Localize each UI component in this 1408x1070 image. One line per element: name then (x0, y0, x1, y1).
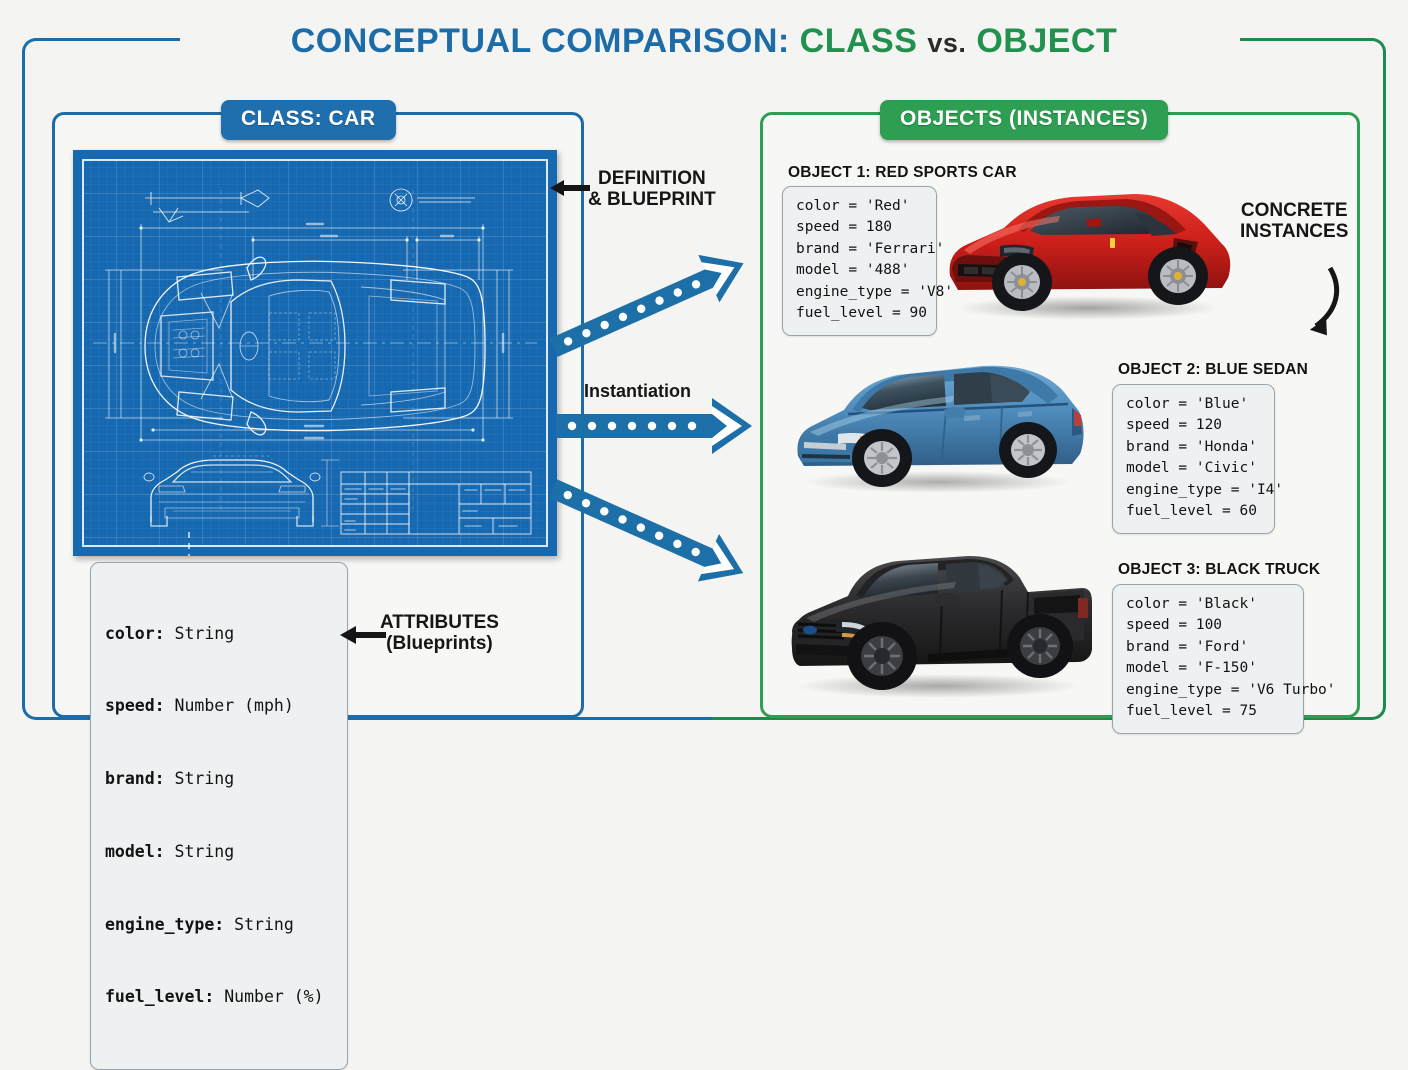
definition-arrow-icon (550, 180, 590, 196)
concrete-instances-curved-arrow-icon (1309, 266, 1340, 336)
diagram-canvas: CONCEPTUAL COMPARISON: CLASS vs. OBJECT … (0, 22, 1408, 1070)
instantiation-arrow-2 (556, 398, 752, 454)
attribute-row: color: String (105, 622, 333, 646)
object-3-title: OBJECT 3: BLACK TRUCK (1118, 561, 1321, 578)
attribute-type: Number (mph) (164, 696, 294, 716)
object-3-code: color = 'Black' speed = 100 brand = 'For… (1112, 584, 1336, 734)
concrete-label-line1: CONCRETE (1240, 200, 1348, 221)
attribute-row: fuel_level: Number (%) (105, 985, 333, 1009)
title-part-object: OBJECT (976, 22, 1118, 60)
object-2-code: color = 'Blue' speed = 120 brand = 'Hond… (1112, 384, 1283, 534)
attribute-name: speed: (105, 696, 165, 716)
red-sports-car-svg (949, 194, 1231, 320)
attribute-row: speed: Number (mph) (105, 694, 333, 718)
attribute-name: color: (105, 623, 165, 643)
instantiation-arrow-3 (549, 479, 744, 582)
definition-label: DEFINITION & BLUEPRINT (588, 168, 716, 211)
object-2-title: OBJECT 2: BLUE SEDAN (1118, 361, 1309, 378)
attribute-name: brand: (105, 769, 165, 788)
attributes-arrow-icon (340, 626, 386, 644)
definition-label-line2: & BLUEPRINT (588, 189, 716, 211)
attributes-box: color: String speed: Number (mph) brand:… (90, 562, 348, 1070)
attributes-label: ATTRIBUTES (Blueprints) (380, 612, 499, 655)
attribute-name: model: (105, 841, 165, 861)
attribute-type: String (164, 769, 235, 788)
definition-label-line1: DEFINITION (598, 168, 706, 189)
attribute-name: engine_type: (105, 914, 225, 934)
attribute-type: Number (%) (214, 987, 324, 1007)
attribute-row: brand: String (105, 767, 333, 791)
concrete-instances-label: CONCRETE INSTANCES (1240, 200, 1348, 243)
title-part-conceptual: CONCEPTUAL COMPARISON: (290, 22, 790, 60)
concrete-label-line2: INSTANCES (1240, 221, 1349, 243)
frame-title-gap (180, 32, 1240, 48)
attributes-label-line2: (Blueprints) (386, 633, 493, 655)
attribute-type: String (224, 914, 294, 934)
instantiation-label: Instantiation (584, 381, 691, 401)
blueprint-svg (73, 150, 557, 556)
blue-sedan-image (786, 358, 1088, 498)
blueprint-image (73, 150, 557, 556)
attributes-label-line1: ATTRIBUTES (380, 612, 499, 633)
blue-sedan-svg (797, 365, 1084, 493)
attribute-name: fuel_level: (105, 987, 215, 1007)
red-sports-car-image (938, 172, 1238, 327)
object-1-title: OBJECT 1: RED SPORTS CAR (788, 164, 1017, 181)
black-truck-svg (791, 556, 1092, 698)
class-badge: CLASS: CAR (221, 100, 396, 140)
attribute-type: String (164, 841, 235, 861)
object-1-code: color = 'Red' speed = 180 brand = 'Ferra… (782, 186, 953, 336)
objects-badge: OBJECTS (INSTANCES) (880, 100, 1169, 140)
instantiation-arrow-1 (549, 254, 744, 357)
title-part-vs: vs. (927, 28, 967, 58)
attribute-type: String (164, 623, 235, 643)
page-title: CONCEPTUAL COMPARISON: CLASS vs. OBJECT (0, 22, 1408, 61)
attribute-row: engine_type: String (105, 913, 333, 937)
title-part-class: CLASS (799, 22, 918, 60)
black-truck-image (778, 552, 1098, 702)
attribute-row: model: String (105, 840, 333, 864)
